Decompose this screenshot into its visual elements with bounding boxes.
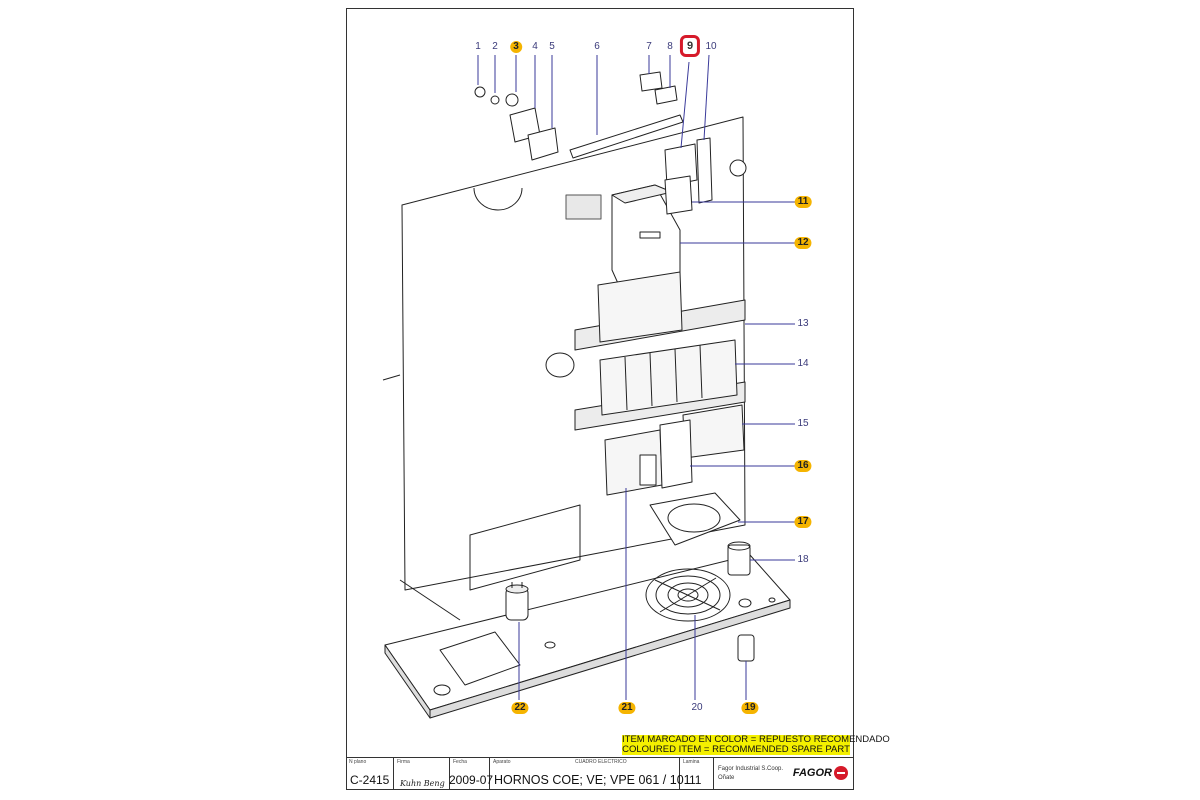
callout-4: 4 (532, 41, 538, 52)
plate-5 (527, 127, 559, 161)
bracket-10 (696, 137, 713, 204)
base-hole-3 (738, 598, 752, 608)
callout-6: 6 (594, 41, 600, 52)
tb-company-name: Fagor Industrial S.Coop. Oñate (718, 765, 783, 783)
callout-15: 15 (797, 418, 809, 429)
nut-2 (490, 95, 500, 105)
tb-firma: Firma Kuhn Beng (394, 757, 450, 790)
relay-block-lower (599, 339, 738, 416)
fan-grill (645, 568, 731, 622)
panel-hole (545, 352, 575, 378)
callout-12: 12 (794, 237, 812, 249)
tb-fecha: Fecha 2009-07 (449, 757, 494, 790)
tb-aparato-value: HORNOS COE; VE; VPE 061 / 101 (494, 773, 691, 787)
tb-company: Fagor Industrial S.Coop. Oñate FAGOR (714, 757, 854, 790)
callout-11: 11 (794, 196, 812, 208)
legend-line-en: COLOURED ITEM = RECOMMENDED SPARE PART (622, 744, 850, 755)
clip-7 (639, 71, 663, 92)
tb-fecha-caption: Fecha (453, 759, 467, 765)
title-block-border (346, 757, 854, 758)
fagor-logo-icon (834, 766, 848, 780)
callout-13: 13 (797, 318, 809, 329)
fan (649, 492, 741, 546)
base-hole-4 (768, 597, 776, 603)
callout-3: 3 (510, 41, 522, 53)
tb-plano-caption: N plano (349, 759, 367, 765)
tb-company-line1: Fagor Industrial S.Coop. (718, 766, 784, 772)
microswitch-11 (664, 175, 693, 215)
callout-16: 16 (794, 460, 812, 472)
panel-label-plate (565, 194, 602, 220)
fagor-logo-text: FAGOR (792, 766, 832, 779)
tb-lamina-caption: Lamina (683, 759, 700, 765)
lower-cutout (469, 504, 581, 591)
callout-8: 8 (667, 41, 673, 52)
base-hole-1 (433, 684, 451, 696)
tb-firma-caption: Firma (397, 759, 410, 765)
callout-2: 2 (492, 41, 498, 52)
callout-18: 18 (797, 554, 809, 565)
contactor (659, 419, 693, 489)
callout-21: 21 (618, 702, 636, 714)
callout-22: 22 (511, 702, 529, 714)
tb-plano: N plano C-2415 (346, 757, 394, 790)
base-hole-2 (544, 641, 556, 649)
tb-plano-value: C-2415 (350, 773, 390, 787)
fagor-logo: FAGOR (793, 766, 848, 780)
tb-aparato: Aparato CUADRO ELECTRICO HORNOS COE; VE;… (490, 757, 691, 790)
panel-hole-top (729, 159, 747, 177)
callout-19: 19 (741, 702, 759, 714)
callout-1: 1 (475, 41, 481, 52)
tb-firma-signature: Kuhn Beng (400, 779, 445, 788)
circuit-breakers (682, 404, 745, 459)
legend-line-es: ITEM MARCADO EN COLOR = REPUESTO RECOMEN… (622, 734, 890, 745)
callout-5: 5 (549, 41, 555, 52)
pilot-light (737, 634, 755, 662)
callout-7: 7 (646, 41, 652, 52)
callout-14: 14 (797, 358, 809, 369)
callout-20: 20 (691, 702, 703, 713)
tb-cuadro-caption: CUADRO ELECTRICO (575, 759, 627, 765)
thermostat-3 (505, 93, 519, 107)
tb-lamina: Lamina 11 (680, 757, 714, 790)
tb-lamina-value: 11 (689, 773, 702, 787)
door-switch-9 (664, 143, 698, 187)
panel-notch (473, 187, 523, 211)
callout-17: 17 (794, 516, 812, 528)
clip-8 (654, 85, 678, 105)
tb-aparato-caption: Aparato (493, 759, 511, 765)
base-cutout (439, 631, 521, 686)
callout-9: 9 (679, 35, 701, 57)
knob-1 (474, 86, 486, 98)
relay-block-upper (597, 271, 683, 343)
base-plate-side (384, 644, 431, 719)
callout-10: 10 (705, 41, 717, 52)
tb-fecha-value: 2009-07 (449, 773, 494, 787)
title-block: N plano C-2415 Firma Kuhn Beng Fecha 200… (346, 757, 854, 790)
spare-part-legend: ITEM MARCADO EN COLOR = REPUESTO RECOMEN… (622, 734, 890, 755)
tb-company-line2: Oñate (718, 775, 735, 781)
